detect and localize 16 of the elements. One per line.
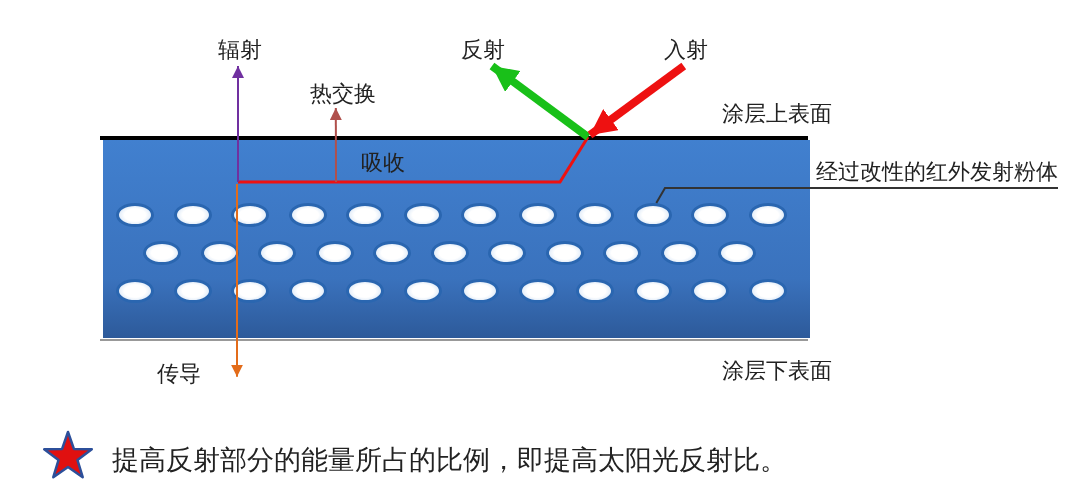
arrow — [489, 62, 591, 141]
arrow-label: 辐射 — [212, 36, 268, 66]
arrow-label: 传导 — [157, 360, 237, 388]
leader-line — [655, 187, 1059, 204]
arrow-label: 反射 — [455, 36, 511, 66]
arrow — [587, 62, 687, 139]
surface-label: 涂层下表面 — [722, 357, 832, 385]
arrow — [329, 107, 342, 183]
absorption-label: 吸收 — [361, 149, 405, 177]
arrow-label: 入射 — [658, 36, 714, 66]
arrow — [232, 65, 244, 183]
arrow — [231, 183, 243, 378]
particle-label: 经过改性的红外发射粉体 — [752, 158, 1058, 188]
surface-label: 涂层上表面 — [722, 100, 832, 128]
note-text: 提高反射部分的能量所占的比例，即提高太阳光反射比。 — [112, 443, 787, 477]
arrow-label: 热交换 — [303, 80, 383, 108]
